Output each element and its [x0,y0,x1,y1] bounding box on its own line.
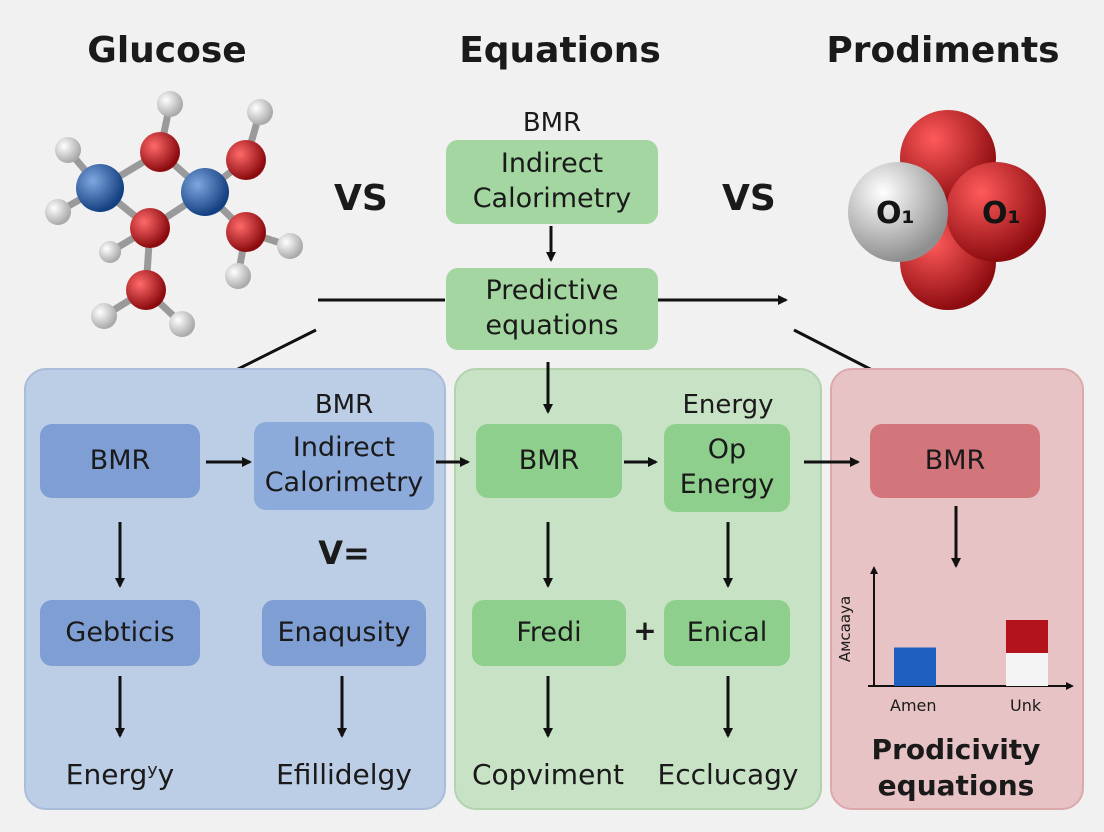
blue-gebticis-box: Gebticis [40,600,200,666]
blue-bmr-header: BMR [314,390,374,420]
green-plus: + [633,614,657,647]
blue-v-equals: V= [318,534,370,572]
blue-bmr-box: BMR [40,424,200,498]
oxygen-label-1: O₁ [876,196,915,231]
chart-bar-amen [894,647,936,686]
title-equations: Equations [459,30,661,71]
oxygen-molecule [848,110,1046,310]
green-op-energy-box: Op Energy [664,424,790,512]
green-fredi-box: Fredi [472,600,626,666]
chart-bar-unk-lower [1006,653,1048,686]
red-bmr-box: BMR [870,424,1040,498]
chart-y-axis-label: Aмсаауа [836,595,855,663]
title-prodiments: Prodiments [826,30,1060,71]
top-indirect-calorimetry-box: Indirect Calorimetry [446,140,658,224]
mini-bar-chart [868,566,1074,690]
green-bmr-box: BMR [476,424,622,498]
vs-left: VS [334,178,388,219]
green-enical-box: Enical [664,600,790,666]
blue-efillidelgy-text: Efillidelgy [276,758,412,791]
vs-right: VS [722,178,776,219]
green-copviment-text: Copviment [471,758,625,791]
title-glucose: Glucose [87,30,247,71]
glucose-molecule [45,91,303,337]
green-energy-header: Energy [682,390,774,420]
chart-x-label-unk: Unk [1010,696,1042,715]
blue-enaqusity-box: Enaqusity [262,600,426,666]
blue-indirect-calorimetry-box: Indirect Calorimetry [254,422,434,510]
oxygen-label-2: O₁ [982,196,1021,231]
green-ecclucagy-text: Ecclucagy [657,758,799,791]
chart-bar-unk-upper [1006,620,1048,653]
red-footer-text: Prodicivity equations [871,733,1041,802]
top-predictive-equations-box: Predictive equations [446,268,658,350]
blue-energy-text: Energʸy [65,758,175,791]
top-bmr-label: BMR [522,108,582,138]
chart-x-label-amen: Amen [890,696,937,715]
